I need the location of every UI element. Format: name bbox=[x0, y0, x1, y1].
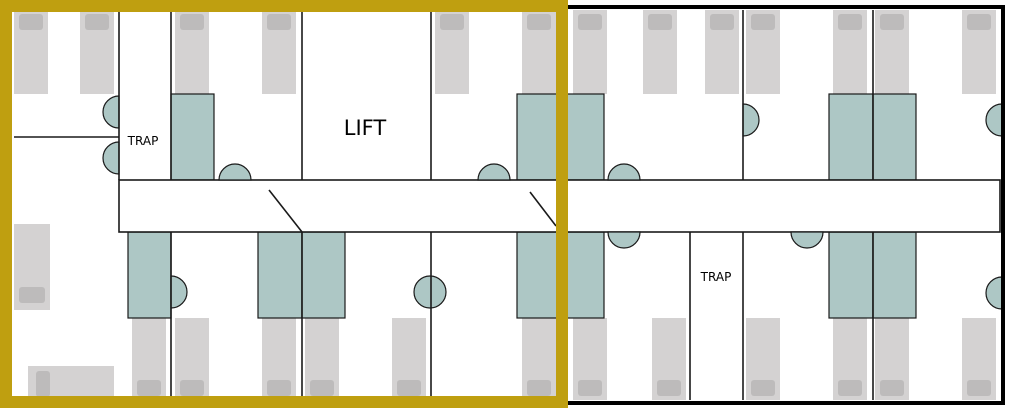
pillow bbox=[880, 380, 904, 396]
pillow bbox=[527, 14, 551, 30]
pillow bbox=[36, 371, 50, 397]
sink bbox=[607, 163, 641, 181]
wardrobe bbox=[516, 93, 562, 181]
pillow bbox=[85, 14, 109, 30]
pillow bbox=[19, 287, 45, 303]
pillow bbox=[310, 380, 334, 396]
sink bbox=[413, 275, 447, 309]
sink bbox=[985, 103, 1003, 137]
walls bbox=[14, 10, 874, 400]
sink bbox=[170, 275, 188, 309]
wardrobe bbox=[560, 93, 605, 181]
beds-left-area bbox=[14, 224, 114, 400]
pillows-top-row bbox=[19, 14, 991, 30]
pillow bbox=[267, 380, 291, 396]
sinks bbox=[102, 95, 1003, 310]
sink bbox=[102, 95, 120, 129]
wardrobe bbox=[872, 231, 917, 319]
pillow bbox=[751, 14, 775, 30]
sink bbox=[985, 276, 1003, 310]
lift-label: LIFT bbox=[344, 116, 387, 140]
wardrobe bbox=[828, 93, 874, 181]
door bbox=[529, 191, 557, 227]
pillow bbox=[838, 14, 862, 30]
pillow bbox=[19, 14, 43, 30]
highlight-frame bbox=[0, 0, 568, 408]
sink bbox=[477, 163, 511, 181]
pillow bbox=[137, 380, 161, 396]
wardrobe bbox=[127, 231, 172, 319]
pillow bbox=[967, 14, 991, 30]
sink bbox=[607, 231, 641, 249]
sink bbox=[790, 231, 824, 249]
wardrobe bbox=[872, 93, 917, 181]
pillow bbox=[838, 380, 862, 396]
wardrobe bbox=[301, 231, 346, 319]
sink bbox=[742, 103, 760, 137]
wardrobe bbox=[170, 93, 215, 181]
pillow bbox=[578, 14, 602, 30]
pillow bbox=[180, 380, 204, 396]
wardrobes bbox=[127, 93, 917, 319]
pillow bbox=[440, 14, 464, 30]
pillows-bottom-row bbox=[137, 380, 991, 396]
pillow bbox=[527, 380, 551, 396]
building-outline bbox=[556, 5, 1005, 405]
sink bbox=[218, 163, 252, 181]
wardrobe bbox=[516, 231, 562, 319]
pillow bbox=[267, 14, 291, 30]
pillow bbox=[710, 14, 734, 30]
pillow bbox=[880, 14, 904, 30]
trap-label: TRAP bbox=[700, 270, 732, 284]
pillow bbox=[648, 14, 672, 30]
pillow bbox=[180, 14, 204, 30]
pillow bbox=[751, 380, 775, 396]
sink bbox=[102, 141, 120, 175]
pillow bbox=[657, 380, 681, 396]
wardrobe bbox=[257, 231, 303, 319]
pillow bbox=[397, 380, 421, 396]
wardrobe bbox=[828, 231, 874, 319]
trap-label: TRAP bbox=[127, 134, 159, 148]
pillow bbox=[967, 380, 991, 396]
pillow bbox=[578, 380, 602, 396]
door bbox=[268, 189, 303, 233]
